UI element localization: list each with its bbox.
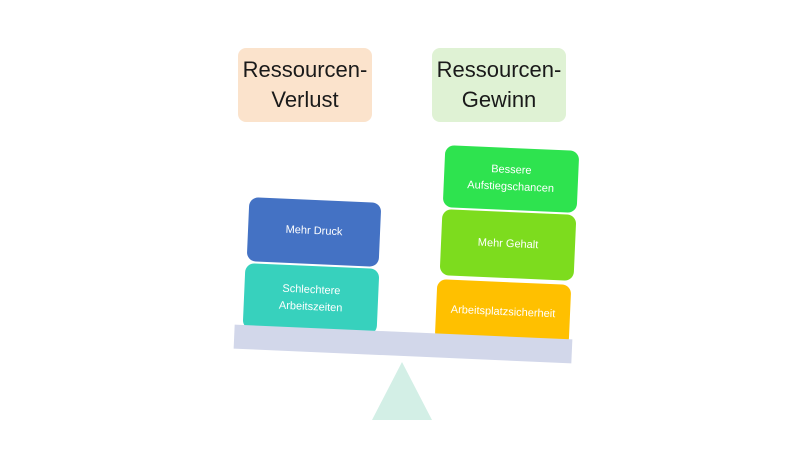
block-mehr-gehalt-label: Mehr Gehalt [477,237,539,252]
resource-gain-title-line2: Gewinn [461,87,537,112]
block-schlechtere-arbeitszeiten-line2: Arbeitszeiten [278,299,343,315]
resource-loss-title-line2: Verlust [271,87,339,112]
block-bessere-aufstiegschancen-line1: Bessere [490,163,532,177]
block-schlechtere-arbeitszeiten-label: Schlechtere Arbeitszeiten [278,281,343,318]
resource-loss-title: Ressourcen- Verlust [243,55,368,114]
block-arbeitsplatzsicherheit-label: Arbeitsplatzsicherheit [450,304,556,321]
block-bessere-aufstiegschancen: Bessere Aufstiegschancen [442,145,580,213]
resource-loss-header: Ressourcen- Verlust [238,48,372,122]
scale-fulcrum [372,362,432,420]
block-bessere-aufstiegschancen-label: Bessere Aufstiegschancen [467,160,555,198]
block-schlechtere-arbeitszeiten-line1: Schlechtere [282,282,341,298]
block-mehr-druck-label: Mehr Druck [285,224,343,239]
resource-gain-header: Ressourcen- Gewinn [432,48,566,122]
block-bessere-aufstiegschancen-line2: Aufstiegschancen [467,179,555,195]
block-mehr-gehalt: Mehr Gehalt [439,209,577,281]
block-mehr-druck: Mehr Druck [246,197,382,267]
resource-loss-title-line1: Ressourcen- [242,57,368,83]
resource-gain-title: Ressourcen- Gewinn [437,55,562,114]
block-schlechtere-arbeitszeiten: Schlechtere Arbeitszeiten [242,263,380,335]
resource-gain-title-line1: Ressourcen- [436,57,562,83]
